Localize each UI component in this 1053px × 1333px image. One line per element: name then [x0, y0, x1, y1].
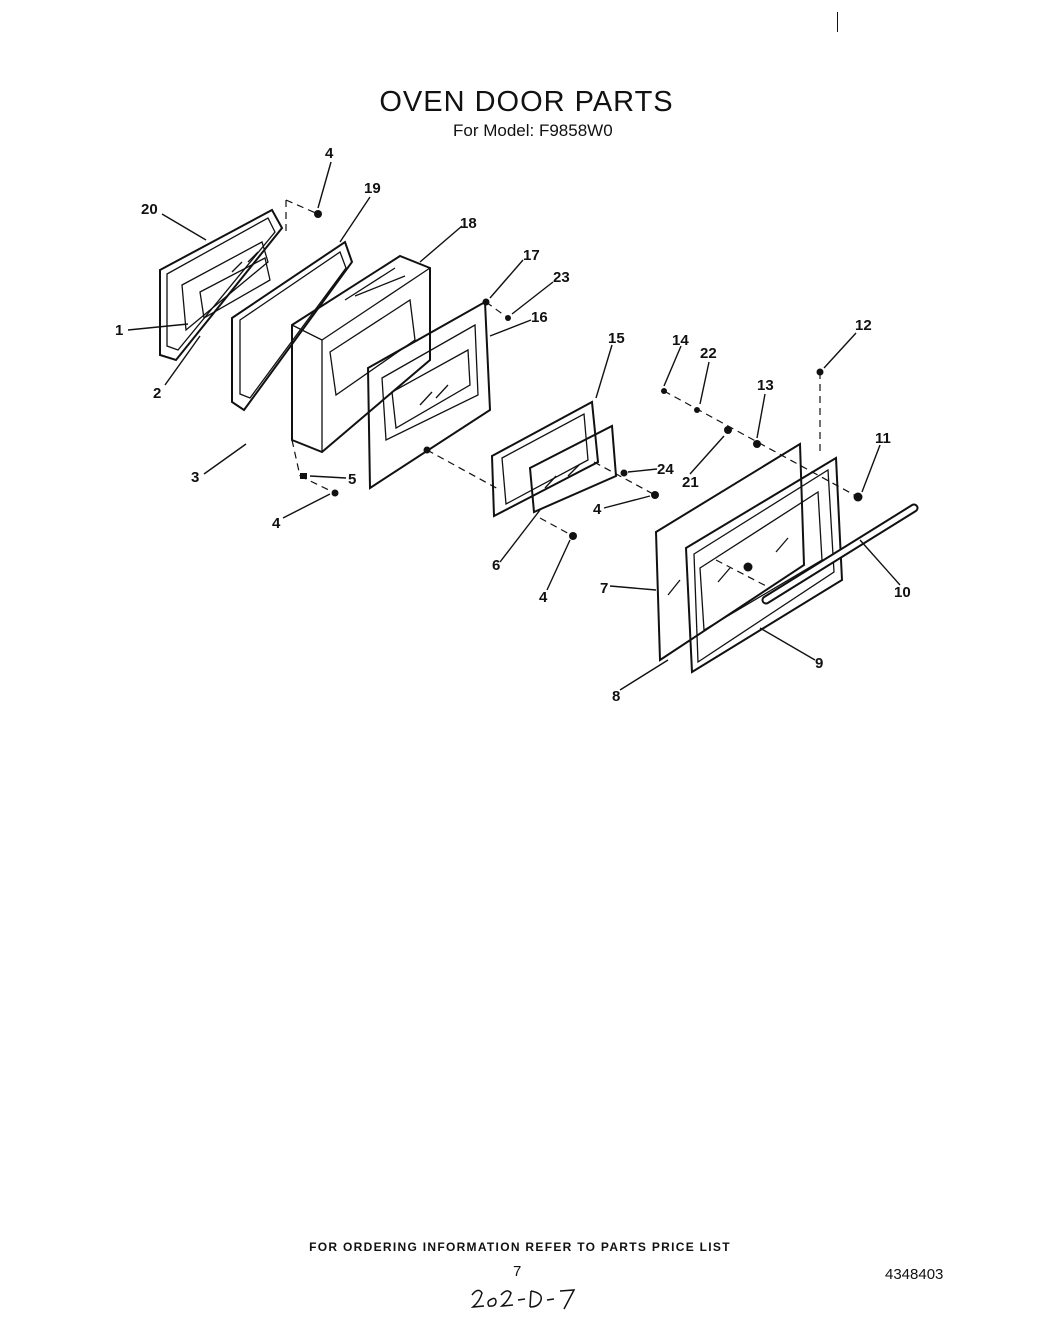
callout-12: 12 [855, 317, 872, 334]
callout-labels: 20 19 4 18 17 23 16 1 2 3 5 4 15 14 22 1… [115, 145, 911, 705]
part-door-handle [761, 503, 919, 605]
callout-2: 2 [153, 385, 161, 402]
callout-7: 7 [600, 580, 608, 597]
callout-16: 16 [531, 309, 548, 326]
callout-11: 11 [875, 430, 891, 447]
callout-13: 13 [757, 377, 774, 394]
callout-24: 24 [657, 461, 674, 478]
callout-22: 22 [700, 345, 717, 362]
callout-4-mid: 4 [593, 501, 602, 518]
part-door-box [291, 254, 431, 454]
callout-19: 19 [364, 180, 381, 197]
callout-8: 8 [612, 688, 620, 705]
ordering-info-note: FOR ORDERING INFORMATION REFER TO PARTS … [309, 1240, 731, 1254]
callout-14: 14 [672, 332, 689, 349]
corner-tick-mark [837, 12, 838, 32]
callout-5: 5 [348, 471, 356, 488]
callout-leader-lines [127, 161, 901, 691]
document-number: 4348403 [885, 1266, 944, 1283]
handwritten-annotation [470, 1289, 576, 1310]
callout-4-bottom: 4 [539, 589, 548, 606]
exploded-parts-diagram: 20 19 4 18 17 23 16 1 2 3 5 4 15 14 22 1… [115, 145, 919, 705]
part-glass-retainer [490, 400, 618, 518]
callout-6: 6 [492, 557, 500, 574]
callout-4-left: 4 [272, 515, 281, 532]
hardware-parts [300, 210, 863, 572]
page-number: 7 [513, 1263, 522, 1280]
part-inner-liner [159, 208, 284, 362]
callout-9: 9 [815, 655, 823, 672]
callout-3: 3 [191, 469, 199, 486]
assembly-dashed-lines [285, 199, 859, 589]
part-window-frame [231, 240, 354, 412]
callout-17: 17 [523, 247, 540, 264]
callout-23: 23 [553, 269, 570, 286]
model-subtitle: For Model: F9858W0 [453, 121, 613, 140]
callout-15: 15 [608, 330, 625, 347]
callout-21: 21 [682, 474, 699, 491]
callout-20: 20 [141, 201, 158, 218]
callout-10: 10 [894, 584, 911, 601]
callout-4-top: 4 [325, 145, 334, 162]
callout-18: 18 [460, 215, 477, 232]
page-title: OVEN DOOR PARTS [379, 86, 674, 118]
callout-1: 1 [115, 322, 123, 339]
